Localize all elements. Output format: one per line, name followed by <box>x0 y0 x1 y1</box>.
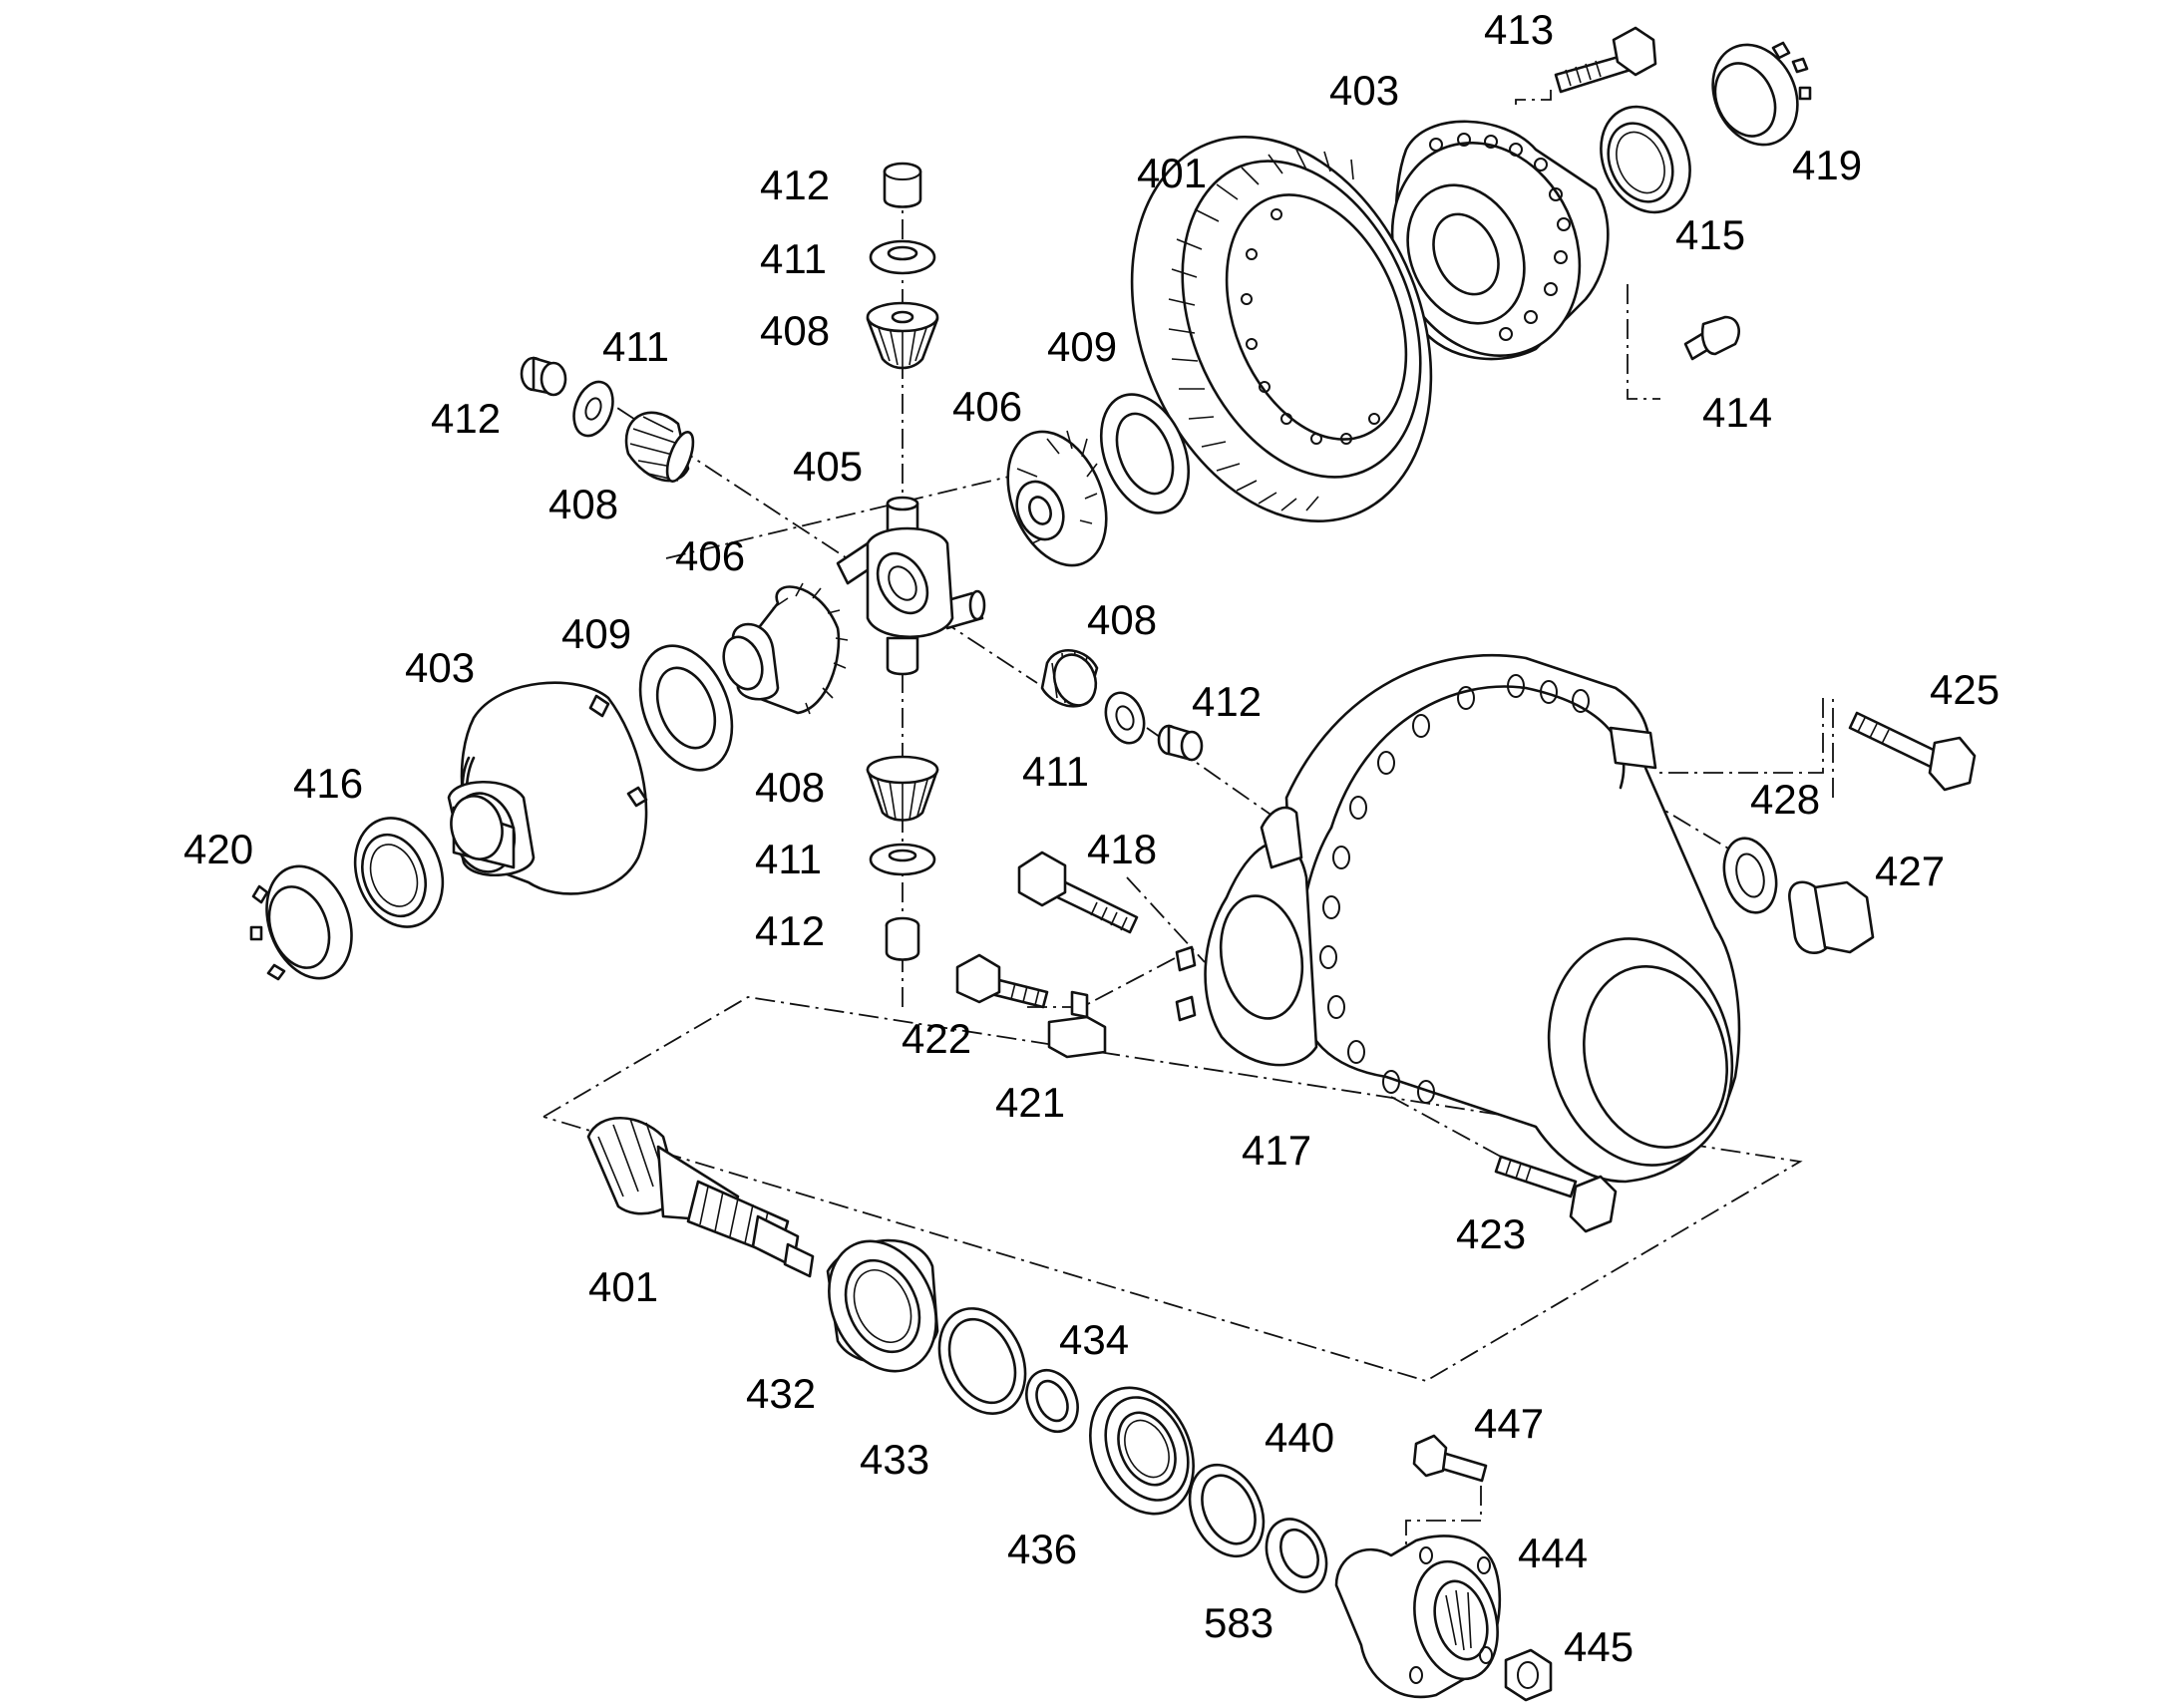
bearing-436 <box>1089 1386 1195 1516</box>
label-401: 401 <box>1137 150 1207 196</box>
spacer-412-top <box>883 162 922 208</box>
nut-ring-419 <box>1711 41 1812 147</box>
label-411: 411 <box>755 836 822 882</box>
label-445: 445 <box>1564 1623 1634 1670</box>
bolt-422 <box>955 953 1049 1009</box>
label-408: 408 <box>548 481 618 527</box>
thrust-washer-409-upper <box>1099 393 1191 514</box>
bolt-418 <box>1017 851 1139 934</box>
label-411: 411 <box>602 323 669 370</box>
label-417: 417 <box>1242 1127 1311 1174</box>
label-409: 409 <box>1047 323 1117 370</box>
pinion-shaft-401 <box>586 1117 815 1278</box>
label-432: 432 <box>746 1370 816 1417</box>
label-436: 436 <box>1007 1526 1077 1572</box>
spacer-434 <box>1025 1368 1079 1434</box>
label-406: 406 <box>675 532 745 579</box>
label-440: 440 <box>1265 1414 1334 1461</box>
label-421: 421 <box>995 1079 1065 1126</box>
bolt-414 <box>1683 315 1740 361</box>
label-414: 414 <box>1702 389 1772 436</box>
diff-case-403-top <box>1390 120 1610 361</box>
side-gear-406-upper <box>1006 430 1108 567</box>
label-433: 433 <box>860 1436 929 1483</box>
label-412: 412 <box>760 162 830 208</box>
spacer-412-bottom <box>885 916 920 961</box>
diff-case-403-bottom <box>447 681 648 895</box>
label-403: 403 <box>1329 67 1399 114</box>
label-401: 401 <box>588 1263 658 1310</box>
spider-cross-405 <box>836 496 986 676</box>
thrust-washer-409-lower <box>638 644 734 772</box>
label-411: 411 <box>760 235 827 282</box>
label-405: 405 <box>793 443 863 490</box>
label-408: 408 <box>1087 596 1157 643</box>
label-409: 409 <box>561 610 631 657</box>
washer-411-bottom <box>869 843 936 876</box>
bolt-425 <box>1848 711 1977 792</box>
plate-421 <box>1047 990 1107 1059</box>
label-583: 583 <box>1204 1599 1273 1646</box>
label-419: 419 <box>1792 142 1862 188</box>
label-434: 434 <box>1059 1316 1129 1363</box>
label-422: 422 <box>902 1015 971 1062</box>
label-428: 428 <box>1750 776 1820 823</box>
label-416: 416 <box>293 760 363 807</box>
label-420: 420 <box>183 826 253 872</box>
axle-housing-417 <box>1175 653 1741 1184</box>
ring-433 <box>937 1307 1027 1415</box>
nut-ring-420 <box>249 864 353 981</box>
side-gear-406-lower <box>722 582 849 715</box>
label-412: 412 <box>1192 678 1262 725</box>
washer-411-top <box>869 239 936 275</box>
label-412: 412 <box>431 395 501 442</box>
ring-gear-401 <box>1130 135 1433 523</box>
drain-plug-427 <box>1788 880 1875 954</box>
label-427: 427 <box>1875 848 1945 894</box>
label-406: 406 <box>952 383 1022 430</box>
label-403: 403 <box>405 644 475 691</box>
label-423: 423 <box>1456 1210 1526 1257</box>
bearing-415 <box>1600 105 1691 214</box>
label-418: 418 <box>1087 826 1157 872</box>
label-425: 425 <box>1930 666 1999 713</box>
pinion-408-right <box>1040 648 1099 708</box>
bolt-413 <box>1554 26 1657 94</box>
bolt-423 <box>1494 1155 1618 1233</box>
spacer-412-right <box>1157 724 1204 762</box>
ring-440 <box>1188 1463 1266 1558</box>
label-415: 415 <box>1675 211 1745 258</box>
label-413: 413 <box>1484 6 1554 53</box>
label-411: 411 <box>1022 748 1089 795</box>
nut-445 <box>1504 1648 1553 1702</box>
pinion-408-left <box>624 411 695 483</box>
bolt-447 <box>1412 1434 1488 1483</box>
washer-411-left <box>572 380 614 438</box>
seal-583 <box>1265 1518 1328 1593</box>
label-444: 444 <box>1518 1530 1588 1576</box>
bearing-416 <box>353 817 445 928</box>
pinion-408-bottom <box>866 755 939 822</box>
washer-411-right <box>1104 691 1146 745</box>
label-447: 447 <box>1474 1400 1544 1447</box>
part-labels: 413 403 419 401 415 412 411 408 409 414 … <box>183 6 1999 1670</box>
label-412: 412 <box>755 907 825 954</box>
spacer-412-left <box>520 356 567 397</box>
bearing-432 <box>826 1238 939 1373</box>
washer-428 <box>1722 837 1778 914</box>
pinion-408-top <box>866 301 939 370</box>
label-408: 408 <box>755 764 825 811</box>
flange-444 <box>1334 1535 1502 1699</box>
label-408: 408 <box>760 307 830 354</box>
